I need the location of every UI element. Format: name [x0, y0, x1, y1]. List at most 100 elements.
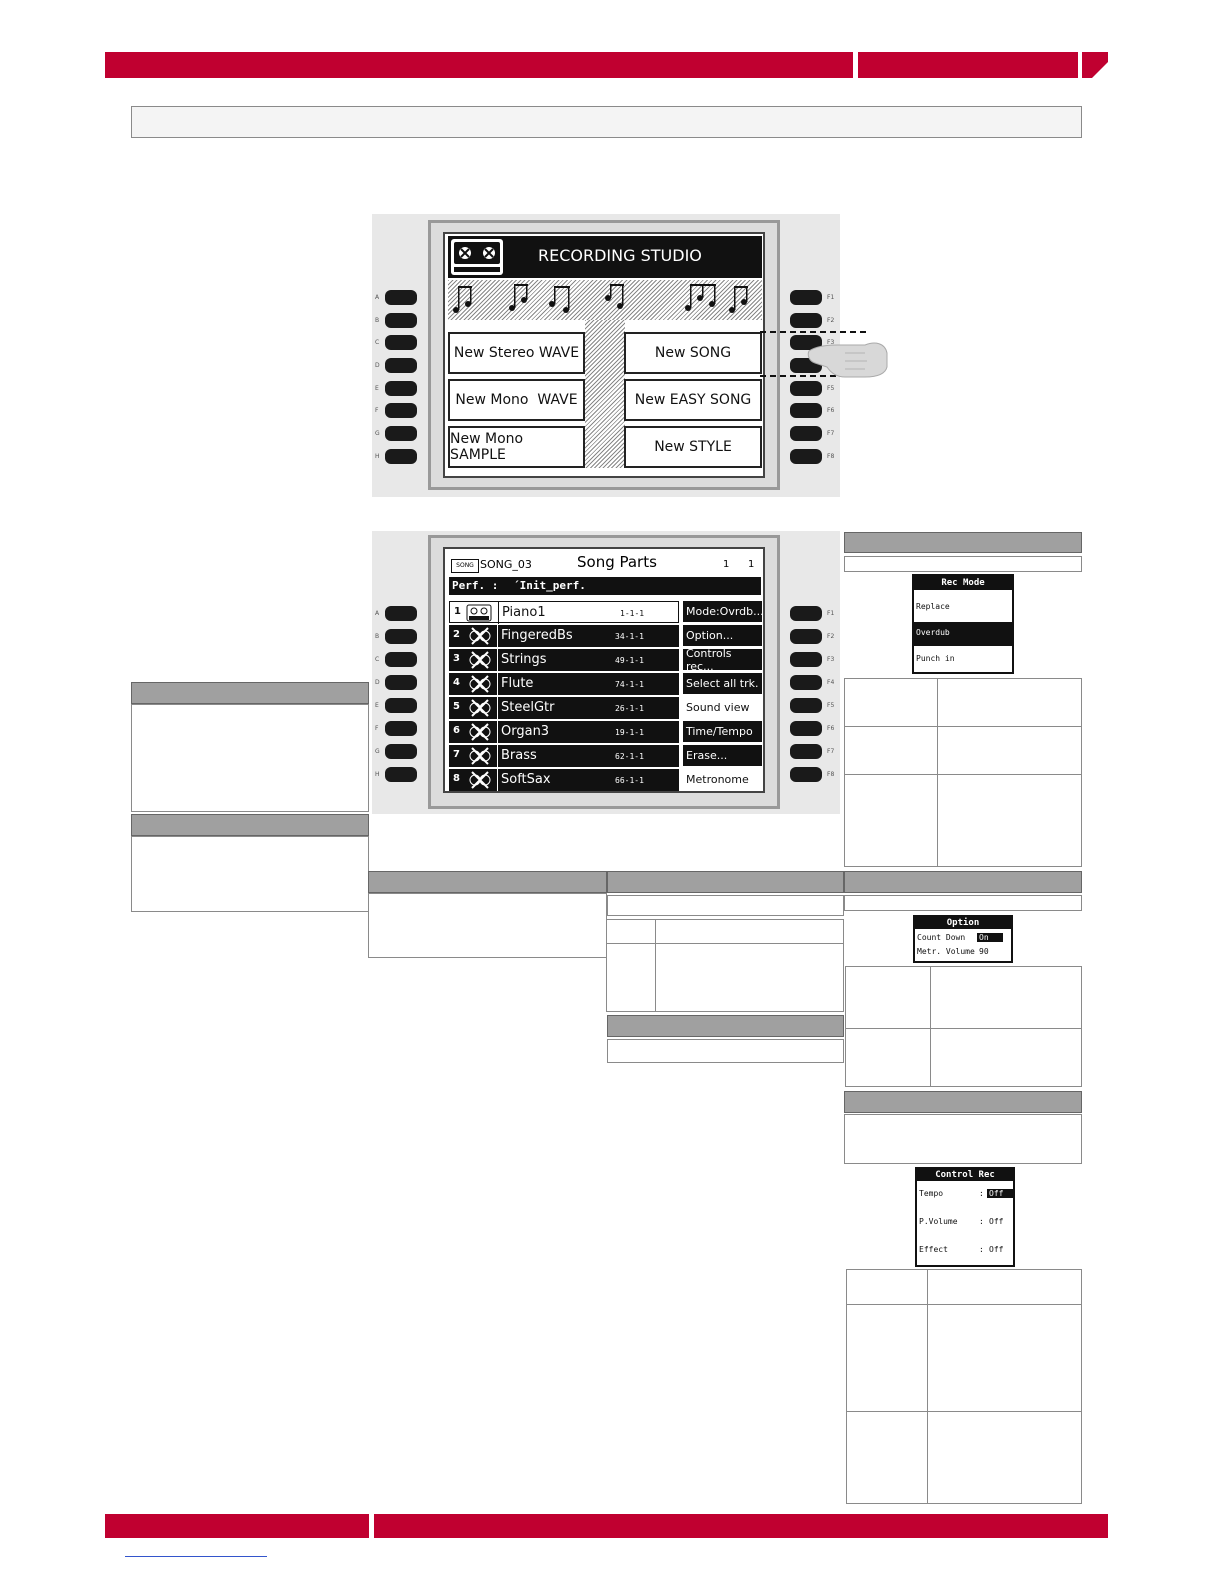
- track-row[interactable]: 5 SteelGtr 26-1-1: [449, 697, 679, 719]
- side-label-c: C: [375, 339, 380, 346]
- track-row[interactable]: 7 Brass 62-1-1: [449, 745, 679, 767]
- track-name: Organ3: [501, 724, 550, 739]
- control-rec-pvolume-sep: :: [979, 1217, 984, 1226]
- menu-mode-button[interactable]: Mode:Ovrdb...: [683, 601, 764, 622]
- track-name: SoftSax: [501, 772, 551, 787]
- header-bar-main: [105, 52, 853, 78]
- option-metr-volume-label: Metr. Volume: [917, 947, 975, 956]
- track-divider: [497, 625, 498, 647]
- rec-mode-option-replace[interactable]: Replace: [916, 602, 950, 611]
- muted-track-icon: [467, 651, 493, 669]
- side-button-h[interactable]: [385, 449, 417, 464]
- option-popup: Option Count Down On Metr. Volume 90: [913, 915, 1013, 963]
- menu-erase-button[interactable]: Erase...: [683, 745, 762, 766]
- control-rec-section-body: [844, 1114, 1082, 1164]
- side-button-d[interactable]: [385, 675, 417, 690]
- left-section-body-1: [131, 704, 369, 812]
- control-rec-row-effect[interactable]: Effect : Off: [919, 1245, 1013, 1257]
- track-number: 2: [453, 629, 460, 640]
- side-button-f1[interactable]: [790, 290, 822, 305]
- middle-right-section-body-2: [607, 1039, 844, 1063]
- footer-link-underline[interactable]: [125, 1556, 267, 1557]
- track-row[interactable]: 6 Organ3 19-1-1: [449, 721, 679, 743]
- perf-bar[interactable]: Perf. : ´Init_perf.: [449, 577, 761, 595]
- side-button-f2[interactable]: [790, 313, 822, 328]
- side-label-a: A: [375, 294, 380, 301]
- track-row[interactable]: 8 SoftSax 66-1-1: [449, 769, 679, 791]
- track-row[interactable]: 4 Flute 74-1-1: [449, 673, 679, 695]
- option-metr-volume-value[interactable]: 90: [979, 947, 989, 956]
- menu-metronome-button[interactable]: Metronome: [683, 769, 762, 790]
- side-label-g: G: [375, 430, 380, 437]
- side-button-a[interactable]: [385, 606, 417, 621]
- side-button-f6[interactable]: [790, 403, 822, 418]
- side-button-f7[interactable]: [790, 744, 822, 759]
- side-button-f6[interactable]: [790, 721, 822, 736]
- song-parts-screen: SONG SONG_03 Song Parts 1 1 Perf. : ´Ini…: [372, 531, 840, 814]
- menu-select-all-button[interactable]: Select all trk.: [683, 673, 762, 694]
- new-stereo-wave-button[interactable]: New Stereo WAVE: [448, 332, 585, 374]
- side-button-h[interactable]: [385, 767, 417, 782]
- track-divider: [497, 697, 498, 719]
- side-button-d[interactable]: [385, 358, 417, 373]
- menu-time-tempo-button[interactable]: Time/Tempo: [683, 721, 762, 742]
- track-row[interactable]: 2 FingeredBs 34-1-1: [449, 625, 679, 647]
- music-staff-center: [585, 320, 625, 468]
- side-button-c[interactable]: [385, 652, 417, 667]
- side-button-f8[interactable]: [790, 449, 822, 464]
- menu-sound-view-button[interactable]: Sound view: [683, 697, 762, 718]
- side-button-f3[interactable]: [790, 335, 822, 350]
- menu-option-button[interactable]: Option...: [683, 625, 762, 646]
- control-rec-tempo-value[interactable]: Off: [987, 1189, 1013, 1198]
- track-divider: [497, 745, 498, 767]
- new-song-button[interactable]: New SONG: [624, 332, 762, 374]
- side-button-g[interactable]: [385, 426, 417, 441]
- control-rec-effect-value[interactable]: Off: [989, 1245, 1004, 1254]
- side-button-f1[interactable]: [790, 606, 822, 621]
- side-button-f[interactable]: [385, 721, 417, 736]
- track-position: 49-1-1: [615, 656, 644, 665]
- track-row[interactable]: 3 Strings 49-1-1: [449, 649, 679, 671]
- track-position: 34-1-1: [615, 632, 644, 641]
- control-rec-row-pvolume[interactable]: P.Volume : Off: [919, 1217, 1013, 1229]
- side-button-a[interactable]: [385, 290, 417, 305]
- side-button-e[interactable]: [385, 381, 417, 396]
- control-rec-effect-label: Effect: [919, 1245, 948, 1254]
- side-button-b[interactable]: [385, 629, 417, 644]
- new-style-button[interactable]: New STYLE: [624, 426, 762, 468]
- option-row-metr-volume[interactable]: Metr. Volume 90: [917, 947, 1011, 959]
- option-count-down-value[interactable]: On: [977, 933, 1003, 942]
- middle-right-section-subtitle: [607, 895, 844, 916]
- side-button-e[interactable]: [385, 698, 417, 713]
- option-row-count-down[interactable]: Count Down On: [917, 933, 1011, 945]
- side-button-f3[interactable]: [790, 652, 822, 667]
- side-button-f5[interactable]: [790, 381, 822, 396]
- control-rec-row-tempo[interactable]: Tempo : Off: [919, 1189, 1013, 1201]
- new-mono-sample-button[interactable]: New Mono SAMPLE: [448, 426, 585, 468]
- menu-controls-rec-button[interactable]: Controls rec...: [683, 647, 762, 673]
- track-name: SteelGtr: [501, 700, 555, 715]
- footer-bar-left: [105, 1514, 369, 1538]
- side-label-f3: F3: [827, 339, 835, 346]
- cassette-icon: [450, 238, 504, 276]
- track-row[interactable]: 1 Piano1 1-1-1: [449, 601, 679, 624]
- side-button-f5[interactable]: [790, 698, 822, 713]
- rec-mode-option-overdub[interactable]: Overdub: [914, 622, 1012, 646]
- new-mono-wave-button[interactable]: New Mono WAVE: [448, 379, 585, 421]
- side-button-f7[interactable]: [790, 426, 822, 441]
- side-button-f[interactable]: [385, 403, 417, 418]
- control-rec-pvolume-value[interactable]: Off: [989, 1217, 1004, 1226]
- side-button-f8[interactable]: [790, 767, 822, 782]
- rec-mode-section-header: [844, 532, 1082, 553]
- side-label-f6: F6: [827, 725, 835, 732]
- side-button-g[interactable]: [385, 744, 417, 759]
- rec-mode-option-punch-in[interactable]: Punch in: [916, 654, 955, 663]
- side-button-b[interactable]: [385, 313, 417, 328]
- side-button-f4[interactable]: [790, 675, 822, 690]
- side-label-f: F: [375, 407, 379, 414]
- muted-track-icon: [467, 627, 493, 645]
- new-easy-song-button[interactable]: New EASY SONG: [624, 379, 762, 421]
- track-position: 26-1-1: [615, 704, 644, 713]
- side-button-c[interactable]: [385, 335, 417, 350]
- side-button-f2[interactable]: [790, 629, 822, 644]
